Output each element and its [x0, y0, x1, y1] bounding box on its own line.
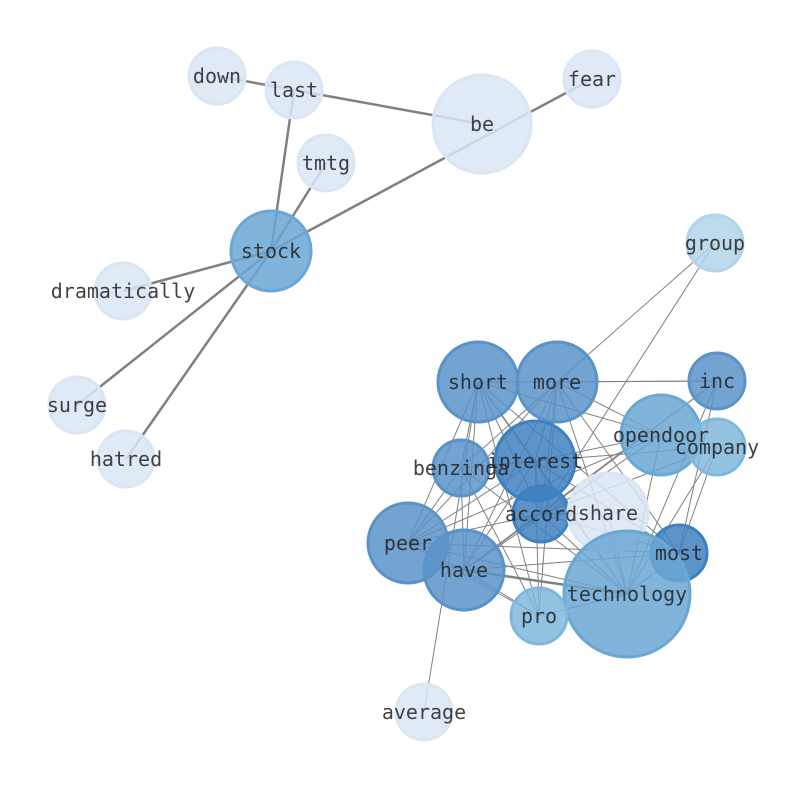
node-tmtg-circle — [296, 133, 356, 193]
edge-stock-hatred — [124, 250, 273, 460]
node-label: be — [470, 112, 494, 136]
node-label: inc — [699, 369, 735, 393]
node-label: surge — [47, 393, 107, 417]
node-average-circle — [394, 682, 454, 742]
node-surge-circle — [47, 375, 107, 435]
labels-layer: down last be fear tmtg stock dramatically surge… — [47, 64, 759, 724]
node-label: most — [655, 541, 703, 565]
node-label: fear — [568, 67, 616, 91]
node-label: share — [578, 501, 638, 525]
node-label: accord — [505, 502, 577, 526]
node-label: dramatically — [51, 279, 196, 303]
node-benzinga-circle — [431, 438, 491, 498]
node-have-circle — [422, 528, 506, 612]
node-label: have — [440, 558, 488, 582]
node-label: average — [382, 700, 466, 724]
nodes-layer — [47, 46, 747, 742]
node-label: benzinga — [413, 456, 509, 480]
node-label: more — [533, 370, 581, 394]
node-label: down — [193, 64, 241, 88]
node-fear-circle — [562, 49, 622, 109]
node-label: hatred — [90, 447, 162, 471]
node-down-circle — [187, 46, 247, 106]
node-label: stock — [241, 239, 301, 263]
edge-stock-fear — [270, 77, 593, 253]
node-label: tmtg — [302, 151, 350, 175]
node-more-circle — [515, 340, 599, 424]
node-group-circle — [685, 213, 745, 273]
node-label: group — [685, 231, 745, 255]
node-label: interest — [487, 449, 583, 473]
node-be-circle — [431, 73, 533, 175]
node-label: technology — [567, 582, 687, 606]
node-label: company — [675, 435, 759, 459]
node-dramatically-circle — [93, 261, 153, 321]
node-inc-circle — [687, 351, 747, 411]
node-label: peer — [384, 531, 432, 555]
node-company-circle — [687, 417, 747, 477]
node-label: pro — [521, 604, 557, 628]
node-label: last — [270, 78, 318, 102]
node-stock-circle — [229, 209, 313, 293]
node-pro-circle — [509, 586, 569, 646]
node-label: opendoor — [613, 423, 709, 447]
node-last-circle — [264, 60, 324, 120]
node-technology-circle — [562, 529, 692, 659]
node-label: short — [448, 370, 508, 394]
node-hatred-circle — [96, 429, 156, 489]
